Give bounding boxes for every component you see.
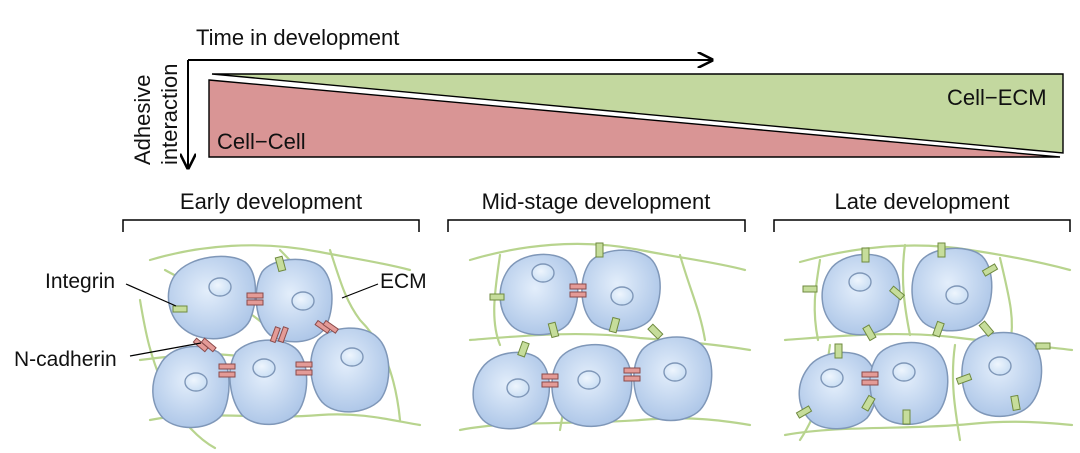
cell [821, 253, 901, 336]
adhesion-axis-label-line1: Adhesive [130, 74, 155, 165]
timeline-panel: Time in development Adhesive interaction… [130, 25, 1064, 168]
ecm-leader [341, 283, 379, 299]
stage-bracket-early [122, 219, 420, 232]
stage-label-late: Late development [835, 189, 1010, 214]
stage-label-early: Early development [180, 189, 362, 214]
annotations: Integrin N-cadherin ECM [14, 270, 427, 371]
cell [229, 339, 308, 426]
stage-label-mid: Mid-stage development [482, 189, 711, 214]
ecm-label: ECM [380, 270, 427, 293]
cell [499, 253, 579, 336]
stage-bracket-mid [447, 219, 746, 232]
adhesion-axis-label-line2: interaction [157, 63, 182, 165]
integrin-label: Integrin [45, 270, 115, 293]
time-axis-label: Time in development [196, 25, 399, 50]
stage-bracket-late [773, 219, 1071, 232]
cell-cell-wedge [208, 79, 1061, 158]
nuclei [184, 263, 1012, 398]
cells [152, 247, 1043, 430]
cell-ecm-wedge [211, 73, 1064, 154]
integrin-leader [125, 283, 177, 307]
cell-cell-label: Cell−Cell [217, 129, 306, 154]
n-cadherin-junctions [192, 283, 879, 388]
cell-ecm-label: Cell−ECM [947, 85, 1047, 110]
n-cadherin-label: N-cadherin [14, 348, 117, 371]
stage-headers: Early development Mid-stage development … [122, 189, 1071, 232]
n-cadherin-leader [129, 342, 202, 357]
integrins [172, 242, 1051, 425]
cell [310, 327, 390, 413]
cell [798, 351, 878, 430]
cell [167, 255, 257, 340]
